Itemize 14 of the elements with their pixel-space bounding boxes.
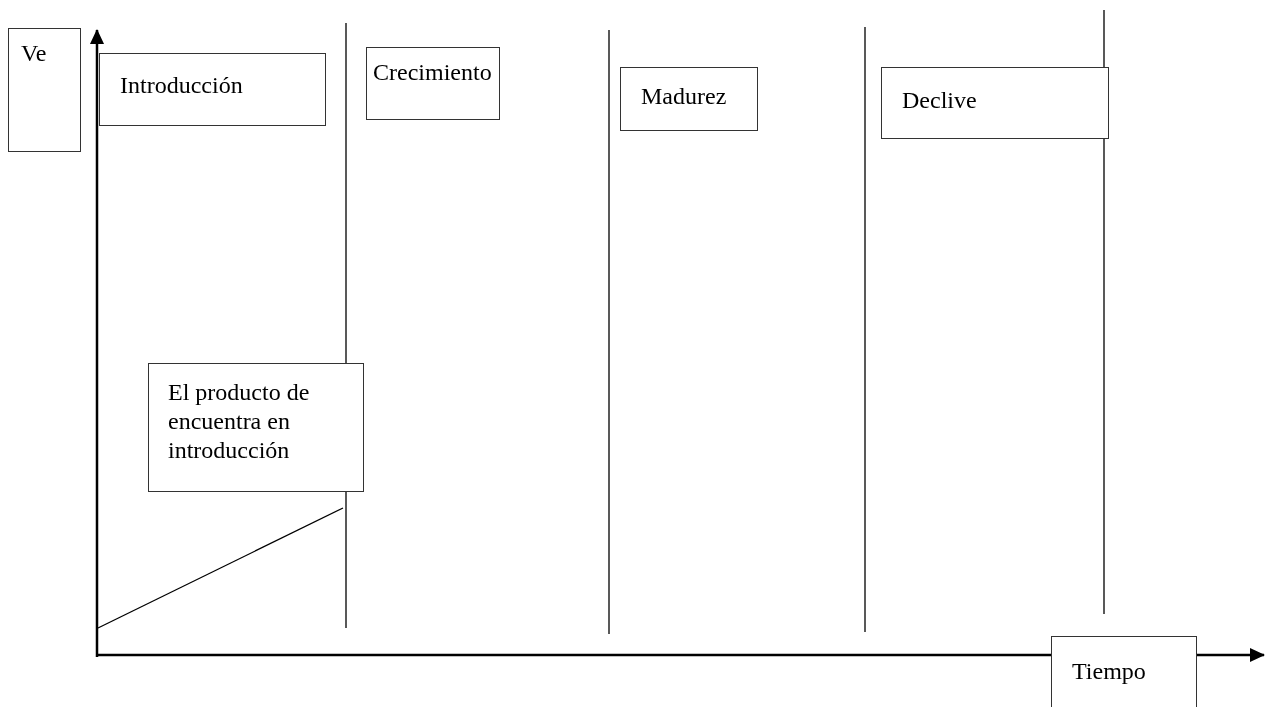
stage-label-box bbox=[881, 67, 1109, 139]
box-text: Declive bbox=[902, 86, 978, 115]
stage-label-box bbox=[99, 53, 326, 126]
box-text: Crecimiento bbox=[373, 58, 493, 87]
box-text: Introducción bbox=[120, 71, 244, 100]
axis-label-box bbox=[1051, 636, 1197, 707]
stage-label-box bbox=[366, 47, 500, 120]
note-box bbox=[148, 363, 364, 492]
box-text: Tiempo bbox=[1072, 657, 1147, 686]
box-text: El producto de encuentra en introducción bbox=[168, 378, 311, 465]
box-text: Madurez bbox=[641, 82, 728, 111]
axis-label-box bbox=[8, 28, 81, 152]
box-text: Ve bbox=[21, 39, 48, 68]
stage-label-box bbox=[620, 67, 758, 131]
